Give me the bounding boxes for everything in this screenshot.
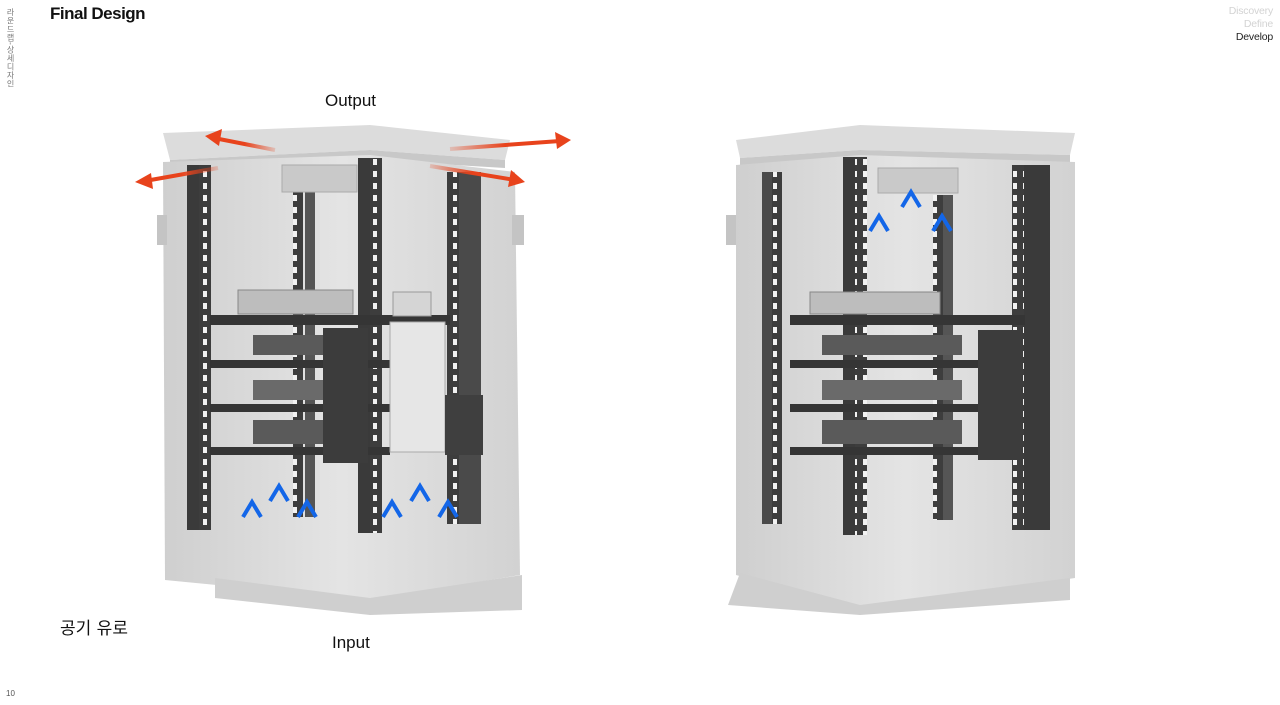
input-arrow — [868, 212, 890, 630]
output-arrow-4 — [429, 164, 525, 187]
nav-item-define[interactable]: Define — [1243, 18, 1273, 30]
nav-item-discovery[interactable]: Discovery — [1228, 5, 1273, 17]
input-arrow — [437, 498, 459, 673]
input-arrow — [381, 498, 403, 678]
airflow-label: 공기 유로 — [60, 619, 128, 639]
output-arrow-3 — [449, 132, 571, 151]
output-arrow-2 — [135, 166, 219, 189]
input-arrow — [268, 482, 290, 665]
input-arrow — [296, 498, 318, 673]
output-label: Output — [325, 91, 377, 110]
output-arrow-1 — [205, 129, 276, 152]
section-nav: Discovery Define Develop — [1229, 5, 1273, 44]
page-number: 10 — [6, 689, 15, 698]
page-title: Final Design — [50, 4, 146, 23]
cabinet-left — [157, 125, 524, 615]
input-arrow — [241, 498, 263, 678]
input-arrows-right — [868, 188, 953, 630]
side-label: 라운드랩-상세디자인 — [6, 8, 15, 88]
output-arrows — [135, 129, 571, 189]
nav-item-develop[interactable]: Develop — [1235, 31, 1273, 43]
input-label: Input — [332, 633, 370, 652]
input-arrow — [900, 188, 922, 630]
cabinet-right — [726, 125, 1075, 615]
input-arrow — [931, 212, 953, 630]
input-arrow — [409, 482, 431, 665]
input-arrows-left — [241, 482, 459, 678]
